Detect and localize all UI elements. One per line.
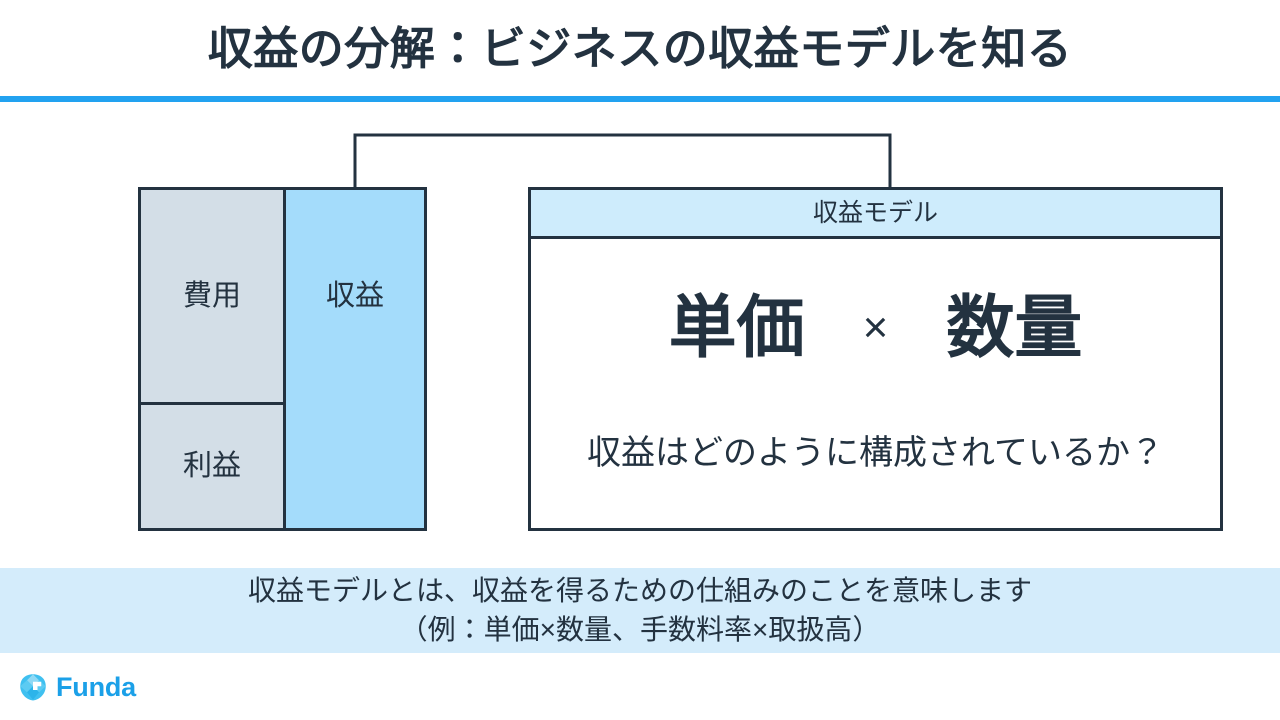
cost-cell: 費用 <box>141 190 283 405</box>
cost-label: 費用 <box>182 279 241 312</box>
revenue-formula: 単価 × 数量 <box>531 294 1220 362</box>
revenue-model-body: 単価 × 数量 収益はどのように構成されているか？ <box>531 239 1220 528</box>
page-title: 収益の分解：ビジネスの収益モデルを知る <box>0 0 1280 96</box>
definition-banner-line-1: 収益モデルとは、収益を得るための仕組みのことを意味します <box>247 574 1032 606</box>
revenue-cell: 収益 <box>286 190 424 528</box>
page-title-text: 収益の分解：ビジネスの収益モデルを知る <box>207 22 1073 74</box>
revenue-model-header: 収益モデル <box>531 190 1220 239</box>
brand-logo: Funda <box>18 672 136 702</box>
revenue-structure-diagram: 費用 利益 収益 <box>138 187 427 531</box>
diamond-gem-icon <box>20 674 46 701</box>
revenue-model-question: 収益はどのように構成されているか？ <box>587 434 1164 472</box>
formula-unit-price-term: 単価 <box>668 290 805 366</box>
brand-name: Funda <box>56 671 136 702</box>
profit-cell: 利益 <box>141 405 283 528</box>
definition-banner: 収益モデルとは、収益を得るための仕組みのことを意味します （例：単価×数量、手数… <box>0 568 1280 653</box>
profit-label: 利益 <box>182 450 241 482</box>
revenue-model-header-text: 収益モデル <box>812 198 938 227</box>
title-underline-rule <box>0 96 1280 102</box>
formula-multiply-operator: × <box>862 303 889 352</box>
revenue-model-panel: 収益モデル 単価 × 数量 収益はどのように構成されているか？ <box>528 187 1223 531</box>
revenue-label: 収益 <box>325 280 384 312</box>
formula-quantity-term: 数量 <box>946 290 1083 366</box>
cost-profit-column: 費用 利益 <box>141 190 286 528</box>
definition-banner-line-2: （例：単価×数量、手数料率×取扱高） <box>399 613 881 645</box>
